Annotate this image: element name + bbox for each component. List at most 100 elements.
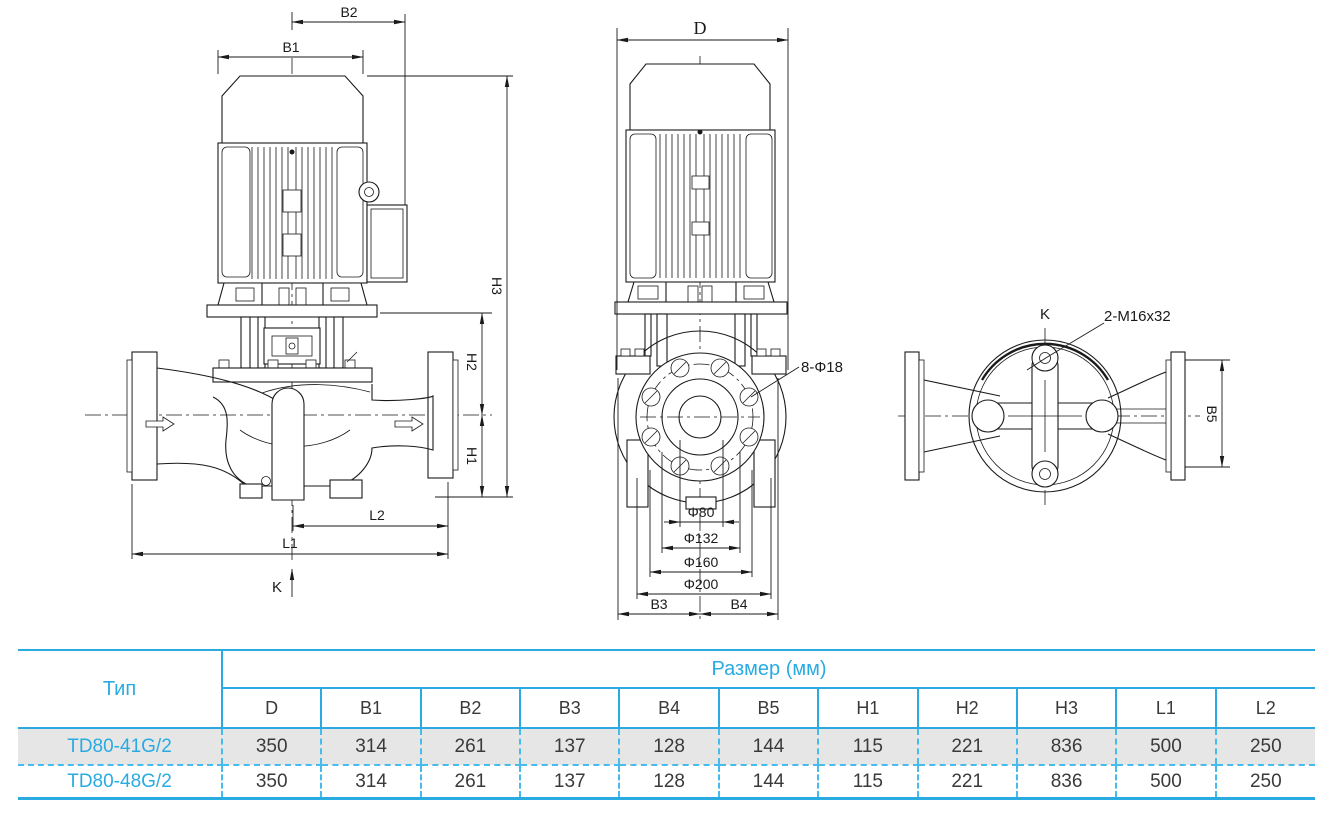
suction-flange-face <box>918 359 925 473</box>
motor-fins <box>659 134 741 278</box>
lantern-leg-4 <box>333 316 344 369</box>
table-row: TD80-41G/2 350 314 261 137 128 144 115 2… <box>18 728 1315 766</box>
dim-label-H1: H1 <box>464 447 480 465</box>
value-cell: 314 <box>320 728 421 766</box>
value-cell: 261 <box>419 728 521 766</box>
flange-bolt-4 <box>344 359 356 369</box>
discharge-line-bottom <box>1107 433 1167 461</box>
drain-plug <box>261 476 271 486</box>
motor-foot-center-a <box>687 285 699 303</box>
discharge-flange <box>427 351 454 479</box>
vent-cock <box>346 351 358 363</box>
lug-bolt <box>756 348 767 357</box>
flange-bolt-2 <box>267 359 279 369</box>
value-cell: 836 <box>1015 728 1117 766</box>
suction-flange-face <box>126 359 133 473</box>
suction-flange <box>131 351 158 481</box>
lug-bolt <box>634 348 645 357</box>
casing-outer-circle <box>968 339 1122 493</box>
volute-wrap-arc <box>980 342 1110 381</box>
value-cell: 144 <box>717 728 819 766</box>
dim-label-H2: H2 <box>464 353 480 371</box>
view-label-K: K <box>272 579 282 596</box>
casing-foot-right <box>329 479 363 499</box>
type-column-header: Тип <box>18 650 223 729</box>
col-header-B5: B5 <box>717 688 819 729</box>
discharge-flange-face <box>1165 359 1172 473</box>
center-mark <box>289 149 295 155</box>
value-cell: 500 <box>1115 765 1216 799</box>
volute-outline <box>212 384 434 487</box>
flow-arrow-in-icon <box>145 416 175 432</box>
value-cell: 250 <box>1214 765 1315 799</box>
thread-callout-label: 2-M16x32 <box>1104 308 1171 325</box>
dim-label-d200: Φ200 <box>684 576 719 592</box>
value-cell: 221 <box>916 765 1017 799</box>
motor-cap <box>629 63 771 131</box>
center-mark <box>697 129 703 135</box>
motor-foot-left-cutout <box>637 285 659 300</box>
value-cell: 144 <box>717 765 819 799</box>
dim-label-B3: B3 <box>650 596 667 612</box>
lug-bolt <box>770 348 781 357</box>
motor-foot-center-a <box>278 287 290 306</box>
nameplate-lower <box>691 221 710 236</box>
nameplate-lower <box>282 233 302 257</box>
motor-stool-plate <box>206 304 378 318</box>
motor-foot-center-b <box>701 285 713 303</box>
size-group-header: Размер (мм) <box>222 650 1315 689</box>
flange-bolt-1 <box>218 359 230 369</box>
motor-end-panel-left <box>629 133 657 279</box>
casing-pedestal <box>271 387 305 501</box>
lug-bolt <box>620 348 631 357</box>
top-view-drawing: K 2-M16x32 B5 <box>898 306 1230 505</box>
motor-foot-left-cutout <box>235 287 255 302</box>
column-header-row: D B1 B2 B3 B4 B5 H1 H2 H3 L1 L2 <box>18 688 1315 729</box>
dimension-table-section: Тип Размер (мм) D B1 B2 B3 B4 B5 H1 H2 H… <box>18 649 1315 800</box>
flange-bolt-3 <box>305 359 317 369</box>
discharge-line-top <box>1107 371 1167 399</box>
volute-upper-curve <box>261 384 371 394</box>
motor-foot-center-b <box>295 287 307 306</box>
coupling-hub <box>285 337 299 355</box>
dim-label-B5: B5 <box>1204 405 1220 422</box>
value-cell: 128 <box>618 765 719 799</box>
casing-foot-left <box>626 439 649 508</box>
casing-lug-right <box>751 355 787 375</box>
motor-end-panel-right <box>336 146 364 278</box>
col-header-L1: L1 <box>1115 688 1216 729</box>
suction-nozzle-bottom <box>156 462 247 487</box>
value-cell: 250 <box>1214 728 1315 766</box>
dim-label-L1: L1 <box>282 535 298 551</box>
front-view-drawing: 8-Φ18 D Φ80 Φ132 Φ160 Φ200 B3 B4 <box>613 18 843 622</box>
pump-technical-drawing: B2 B1 H3 H2 H1 L2 L1 K <box>85 4 1230 622</box>
discharge-flange-face <box>452 359 459 471</box>
col-header-B3: B3 <box>519 688 620 729</box>
value-cell: 350 <box>220 765 322 799</box>
dim-label-L2: L2 <box>369 507 385 523</box>
col-header-D: D <box>220 688 322 729</box>
value-cell: 115 <box>817 765 918 799</box>
side-view-drawing: B2 B1 H3 H2 H1 L2 L1 K <box>85 4 513 597</box>
callout-leader-tail <box>1026 355 1050 371</box>
motor-stool-plate <box>614 301 788 315</box>
suction-line-bottom <box>923 435 1001 453</box>
terminal-box-lid <box>370 208 404 279</box>
callout-leader <box>1048 322 1105 357</box>
casing-base-pad <box>685 496 717 510</box>
casing-foot-left <box>239 483 263 499</box>
value-cell: 500 <box>1115 728 1216 766</box>
dimensions-table: Тип Размер (мм) D B1 B2 B3 B4 B5 H1 H2 H… <box>18 649 1315 800</box>
coupling-bolt <box>288 342 296 350</box>
view-label-K: K <box>1040 306 1050 323</box>
callout-leader <box>750 366 800 398</box>
casing-lug-left <box>615 355 651 375</box>
dim-label-B1: B1 <box>282 39 299 55</box>
value-cell: 314 <box>320 765 421 799</box>
nameplate-upper <box>282 189 302 213</box>
flange-bolt-holes <box>641 358 759 476</box>
tap-hole-top <box>1039 352 1051 364</box>
dim-label-B2: B2 <box>340 4 357 20</box>
dim-label-D: D <box>694 18 707 38</box>
